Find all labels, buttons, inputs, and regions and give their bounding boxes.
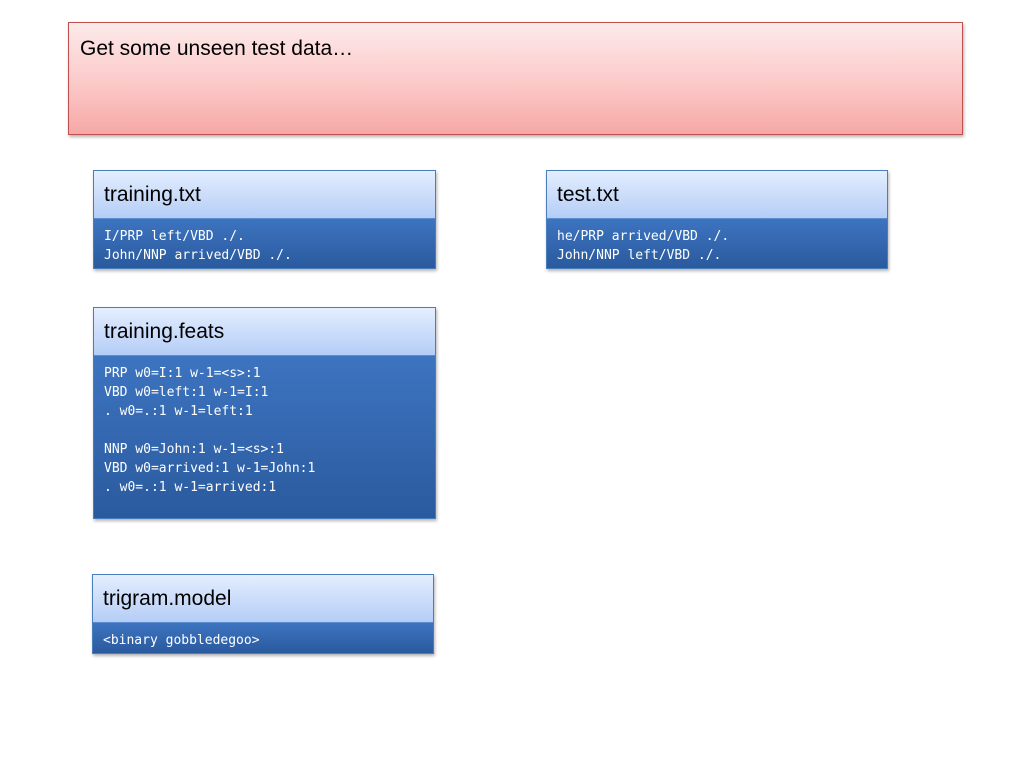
file-line: NNP w0=John:1 w-1=<s>:1 (104, 442, 285, 457)
training-txt-header: training.txt (94, 171, 435, 219)
file-line: . w0=.:1 w-1=left:1 (104, 404, 253, 419)
test-txt-filename: test.txt (557, 183, 619, 206)
trigram-model-filename: trigram.model (103, 587, 232, 610)
test-txt-header: test.txt (547, 171, 887, 219)
training-txt-filename: training.txt (104, 183, 201, 206)
file-line: I/PRP left/VBD ./. (104, 229, 245, 244)
file-line: PRP w0=I:1 w-1=<s>:1 (104, 366, 261, 381)
training-txt-content: I/PRP left/VBD ./. John/NNP arrived/VBD … (94, 219, 435, 268)
test-txt-lines: he/PRP arrived/VBD ./. John/NNP left/VBD… (557, 227, 729, 265)
file-line: John/NNP left/VBD ./. (557, 248, 722, 263)
trigram-model-header: trigram.model (93, 575, 433, 623)
file-line: <binary gobbledegoo> (103, 633, 260, 648)
file-line: John/NNP arrived/VBD ./. (104, 248, 292, 263)
blank-line (104, 421, 315, 440)
trigram-model-lines: <binary gobbledegoo> (103, 631, 260, 650)
title-box: Get some unseen test data… (68, 22, 963, 135)
slide-title: Get some unseen test data… (80, 37, 354, 60)
file-line: VBD w0=arrived:1 w-1=John:1 (104, 461, 316, 476)
trigram-model-box: trigram.model <binary gobbledegoo> (92, 574, 434, 654)
training-feats-header: training.feats (94, 308, 435, 356)
training-feats-box: training.feats PRP w0=I:1 w-1=<s>:1 VBD … (93, 307, 436, 519)
training-feats-lines: PRP w0=I:1 w-1=<s>:1 VBD w0=left:1 w-1=I… (104, 364, 315, 497)
test-txt-box: test.txt he/PRP arrived/VBD ./. John/NNP… (546, 170, 888, 269)
training-feats-content: PRP w0=I:1 w-1=<s>:1 VBD w0=left:1 w-1=I… (94, 356, 435, 518)
training-txt-lines: I/PRP left/VBD ./. John/NNP arrived/VBD … (104, 227, 292, 265)
file-line: VBD w0=left:1 w-1=I:1 (104, 385, 269, 400)
training-txt-box: training.txt I/PRP left/VBD ./. John/NNP… (93, 170, 436, 269)
file-line: he/PRP arrived/VBD ./. (557, 229, 730, 244)
training-feats-filename: training.feats (104, 320, 225, 343)
file-line: . w0=.:1 w-1=arrived:1 (104, 480, 277, 495)
test-txt-content: he/PRP arrived/VBD ./. John/NNP left/VBD… (547, 219, 887, 268)
trigram-model-content: <binary gobbledegoo> (93, 623, 433, 653)
